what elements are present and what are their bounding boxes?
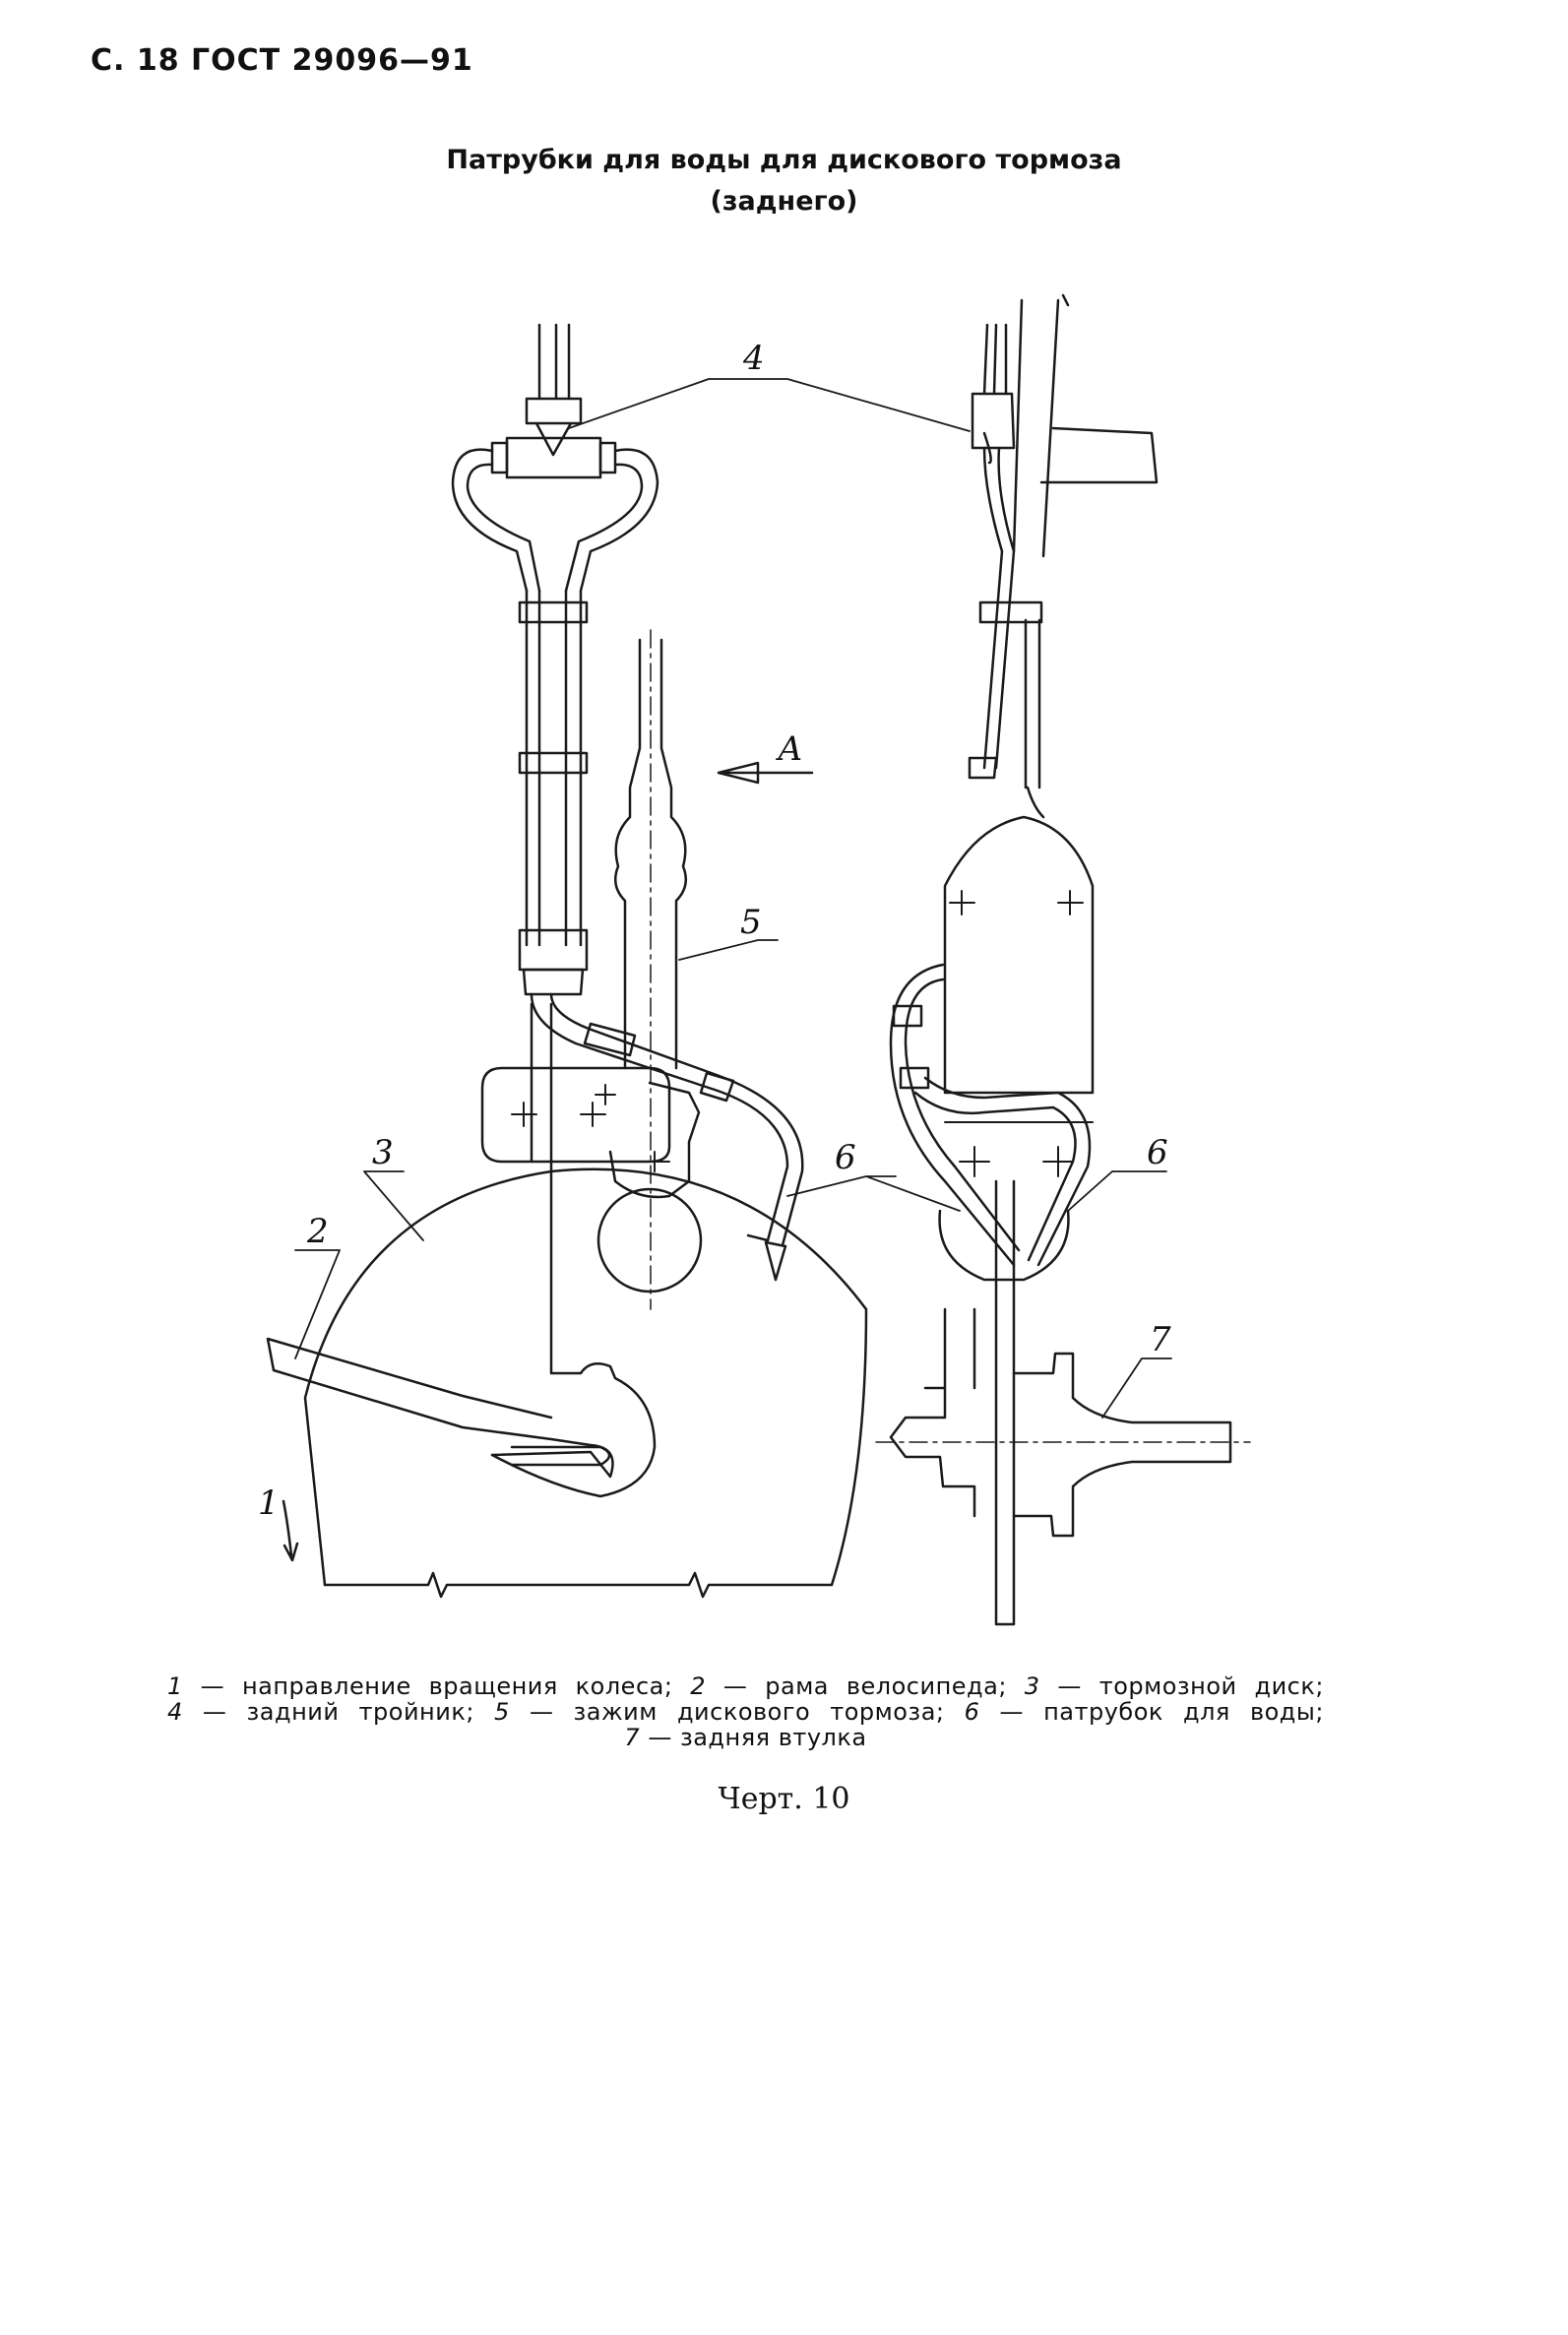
tube-side-run xyxy=(982,446,1016,770)
frame-upper-end xyxy=(1061,293,1070,307)
caliper-body xyxy=(480,1066,671,1164)
frame-stay xyxy=(266,1337,614,1479)
spindle-side xyxy=(1024,618,1045,819)
side-tube-loop-inner xyxy=(913,1076,1092,1267)
page-header: С. 18 ГОСТ 29096—91 xyxy=(91,43,473,78)
tube-loop-right xyxy=(564,448,659,593)
nozzle-sleeve-1 xyxy=(583,1022,637,1057)
document-title: Патрубки для воды для дискового тормоза … xyxy=(0,140,1568,222)
side-sleeve-2 xyxy=(899,1066,930,1090)
tube-clamp-3 xyxy=(518,928,589,972)
tube-side-clamp-2 xyxy=(968,756,998,780)
callout-1: 1 xyxy=(258,1483,280,1523)
frame-tube-left xyxy=(530,1002,553,1164)
legend-text: тормозной диск; xyxy=(1098,1672,1324,1700)
pad-outline xyxy=(938,1209,1070,1282)
leader-2 xyxy=(294,1249,341,1359)
nozzle-sleeve-2 xyxy=(699,1071,735,1103)
leader-5 xyxy=(678,939,779,961)
legend-num: 3 xyxy=(1024,1672,1040,1700)
title-line-2: (заднего) xyxy=(710,186,858,217)
tube-clamp-1 xyxy=(518,600,589,624)
nozzle-tip xyxy=(746,1233,787,1282)
legend-text: задняя втулка xyxy=(679,1724,867,1751)
view-arrow xyxy=(717,761,814,785)
legend-num: 2 xyxy=(690,1672,707,1700)
callout-view-a: А xyxy=(776,729,803,769)
tee-side-body xyxy=(971,392,1016,465)
frame-upper xyxy=(1012,298,1159,558)
rotation-arrow xyxy=(282,1499,299,1562)
disc-break-line xyxy=(323,1571,834,1599)
center-marks xyxy=(511,1084,670,1172)
legend-num: 7 xyxy=(624,1724,641,1751)
hub-circle xyxy=(596,1187,703,1294)
legend-num: 4 xyxy=(167,1698,183,1726)
tee-body xyxy=(505,421,602,479)
tee-side-stem xyxy=(982,323,1008,396)
legend-line-1: 1 — направление вращения колеса; 2 — рам… xyxy=(167,1672,1324,1700)
legend-line-2: 4 — задний тройник; 5 — зажим дискового … xyxy=(167,1698,1324,1726)
callout-4: 4 xyxy=(742,339,765,378)
tube-clamp-2 xyxy=(518,751,589,775)
tee-stem xyxy=(537,323,571,401)
leader-7 xyxy=(1101,1357,1172,1419)
dropout-slot xyxy=(510,1445,611,1467)
tube-loop-left xyxy=(451,448,541,593)
leader-4 xyxy=(568,378,971,432)
callout-7: 7 xyxy=(1150,1320,1171,1359)
tee-side-ports xyxy=(490,441,617,474)
title-line-1: Патрубки для воды для дискового тормоза xyxy=(446,145,1122,175)
hub-side xyxy=(889,1307,1232,1538)
brake-disc-outline xyxy=(303,1168,868,1587)
legend-text: направление вращения колеса; xyxy=(241,1672,673,1700)
disc-edge xyxy=(994,1179,1016,1626)
tee-nut xyxy=(525,397,583,425)
legend-num: 5 xyxy=(494,1698,510,1726)
legend-text: задний тройник; xyxy=(246,1698,474,1726)
leader-3 xyxy=(363,1170,424,1241)
tube-fitting xyxy=(522,968,585,996)
legend-num: 1 xyxy=(167,1672,183,1700)
figure-caption: Черт. 10 xyxy=(718,1782,850,1816)
caliper-side xyxy=(943,815,1095,1095)
tube-side-clamp-1 xyxy=(978,600,1043,624)
caliper-mount xyxy=(608,1081,701,1199)
legend-line-3: 7 — задняя втулка xyxy=(624,1724,867,1751)
legend: 1 — направление вращения колеса; 2 — рам… xyxy=(167,1673,1324,1750)
legend-text: зажим дискового тормоза; xyxy=(573,1698,945,1726)
leader-6-right xyxy=(1067,1170,1167,1212)
callout-6-right: 6 xyxy=(1147,1133,1168,1172)
legend-text: рама велосипеда; xyxy=(765,1672,1007,1700)
side-tube-loop-outer xyxy=(889,963,1021,1267)
right-view xyxy=(875,293,1251,1626)
water-nozzle-tube xyxy=(530,992,804,1247)
callout-2: 2 xyxy=(306,1212,329,1251)
dropout xyxy=(490,1160,657,1498)
spindle xyxy=(613,638,688,1070)
callout-3: 3 xyxy=(372,1133,394,1172)
left-view xyxy=(266,323,868,1599)
tube-run-down xyxy=(525,589,583,947)
callout-5: 5 xyxy=(740,903,762,942)
legend-text: патрубок для воды; xyxy=(1043,1698,1324,1726)
callout-6-left: 6 xyxy=(835,1138,856,1177)
side-sleeve-1 xyxy=(892,1004,923,1028)
leader-6-left xyxy=(786,1175,961,1212)
legend-num: 6 xyxy=(964,1698,980,1726)
caliper-side-crosses xyxy=(944,890,1094,1177)
